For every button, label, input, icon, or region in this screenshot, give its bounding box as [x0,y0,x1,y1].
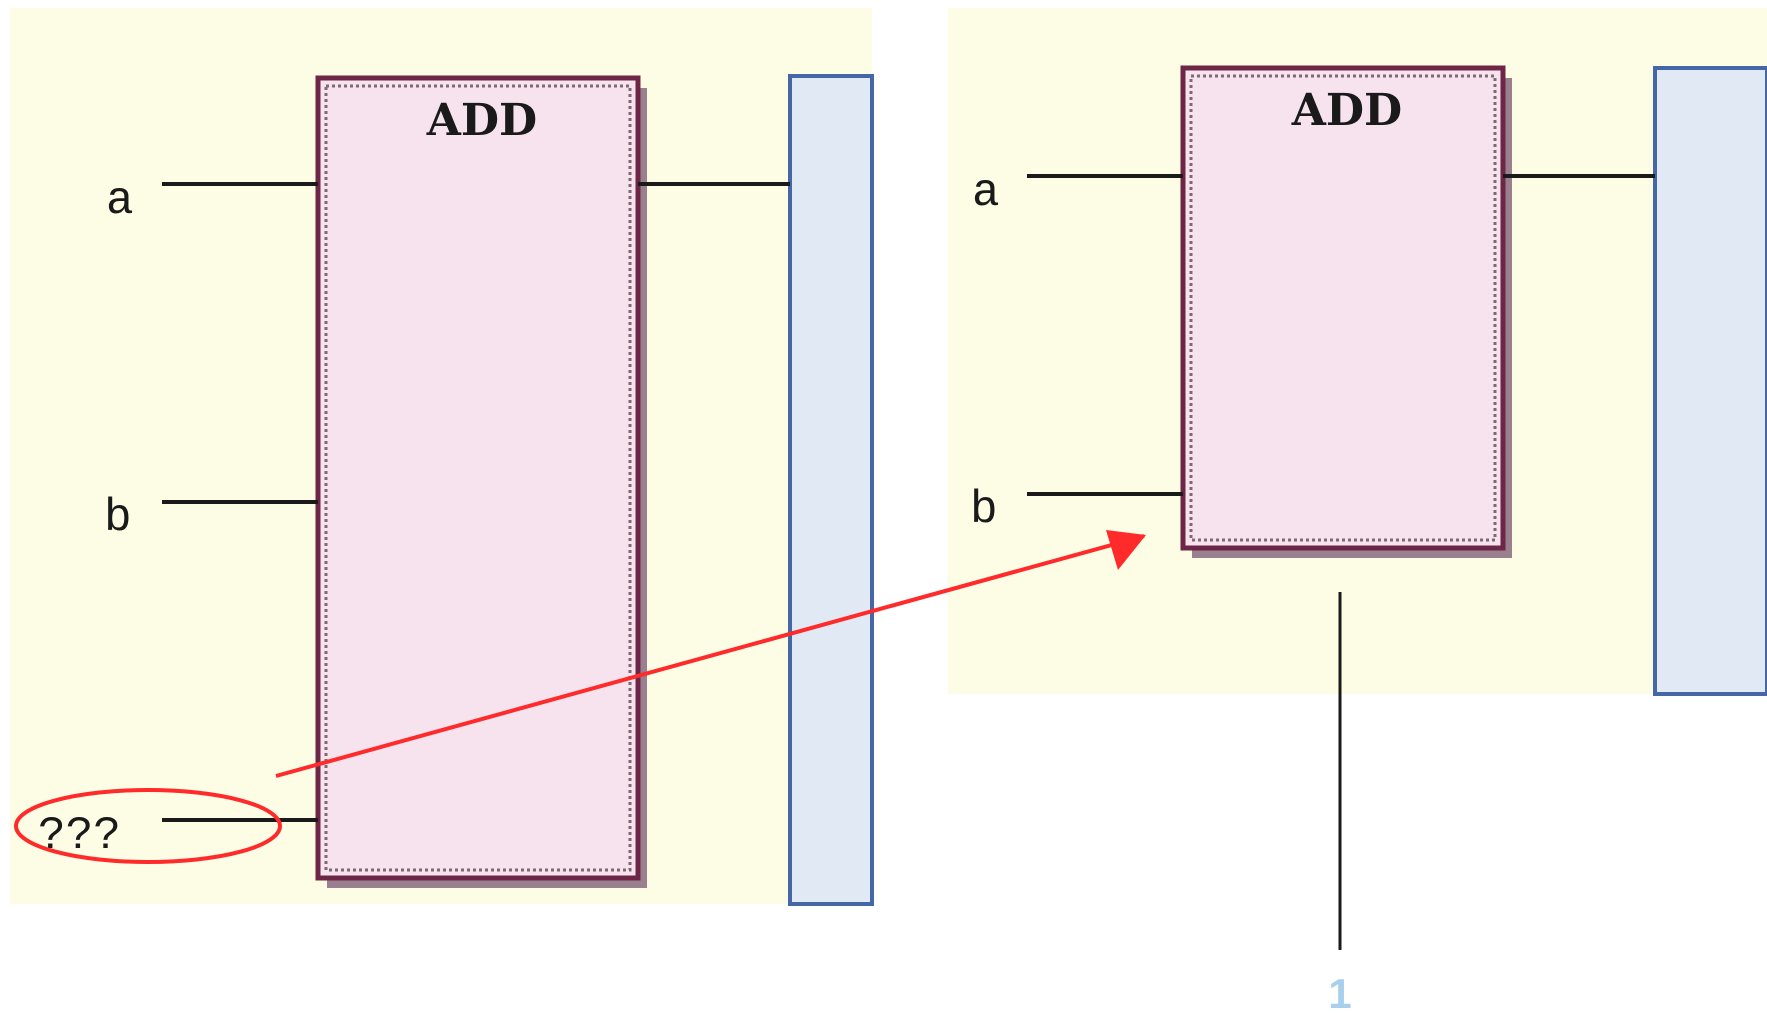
right-power-rail [1653,66,1767,696]
right-input-label-b[interactable]: b [970,484,998,536]
right-add-block[interactable]: ADD [1180,65,1512,558]
left-add-block-selection-frame [324,84,632,872]
left-panel: ADD a b ??? [10,8,874,906]
right-add-block-body [1180,65,1506,551]
left-add-block-body [315,75,641,881]
left-input-label-a[interactable]: a [106,175,134,227]
callout-number: 1 [1328,970,1351,1017]
transition-arrowhead [1106,530,1146,570]
left-add-block-title: ADD [426,95,537,146]
left-input-label-b[interactable]: b [104,492,132,544]
left-input-label-unassigned[interactable]: ??? [38,810,121,862]
left-add-block[interactable]: ADD [315,75,647,888]
left-power-rail [788,74,874,906]
transition-arrow [275,533,1145,778]
right-add-block-title: ADD [1291,85,1402,136]
right-panel: ADD a b [948,8,1767,696]
right-input-label-a[interactable]: a [972,167,1000,219]
right-add-block-selection-frame [1189,74,1497,542]
highlight-ellipse [14,788,282,864]
